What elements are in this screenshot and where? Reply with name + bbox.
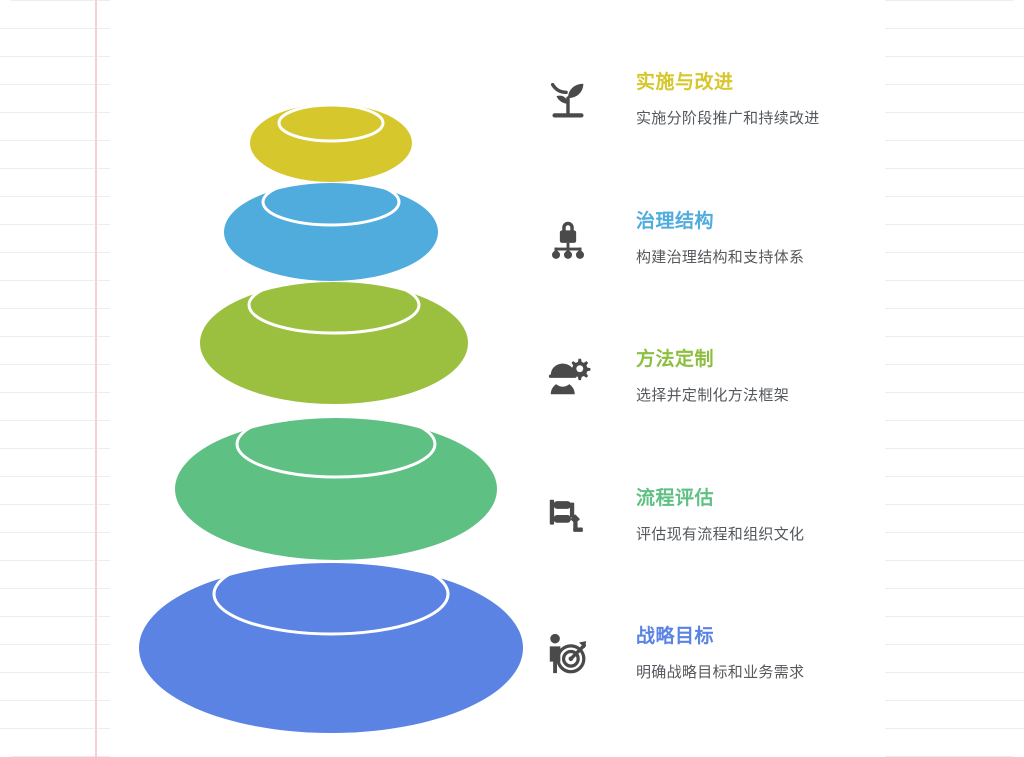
torus-layer-strategy bbox=[139, 552, 523, 733]
torus-stack-graphic bbox=[139, 103, 523, 733]
flowchart-icon bbox=[540, 488, 596, 544]
legend-item-governance[interactable]: 治理结构 构建治理结构和支持体系 bbox=[540, 205, 960, 301]
legend-item-strategy[interactable]: 战略目标 明确战略目标和业务需求 bbox=[540, 620, 960, 716]
legend-text-block: 流程评估 评估现有流程和组织文化 bbox=[636, 482, 804, 545]
legend-desc: 评估现有流程和组织文化 bbox=[636, 526, 805, 543]
legend-title: 流程评估 bbox=[636, 488, 715, 509]
legend-title: 方法定制 bbox=[636, 349, 715, 370]
legend-text-block: 战略目标 明确战略目标和业务需求 bbox=[636, 620, 804, 683]
legend-desc: 明确战略目标和业务需求 bbox=[636, 664, 805, 681]
person-target-icon bbox=[540, 626, 596, 682]
worker-gear-icon bbox=[540, 349, 596, 405]
sprout-icon bbox=[540, 72, 596, 128]
lock-hierarchy-icon bbox=[540, 211, 596, 267]
torus-layer-method bbox=[200, 275, 468, 404]
legend-item-method[interactable]: 方法定制 选择并定制化方法框架 bbox=[540, 343, 960, 439]
legend-title: 实施与改进 bbox=[636, 72, 734, 93]
torus-layer-governance bbox=[224, 177, 438, 281]
torus-layer-implementation bbox=[250, 103, 412, 182]
legend-desc: 实施分阶段推广和持续改进 bbox=[636, 110, 820, 127]
legend-desc: 选择并定制化方法框架 bbox=[636, 387, 790, 404]
torus-layer-assessment bbox=[175, 409, 497, 560]
legend-list: 实施与改进 实施分阶段推广和持续改进 bbox=[540, 0, 960, 757]
legend-text-block: 方法定制 选择并定制化方法框架 bbox=[636, 343, 789, 406]
legend-item-process[interactable]: 流程评估 评估现有流程和组织文化 bbox=[540, 482, 960, 578]
legend-title: 治理结构 bbox=[636, 211, 715, 232]
legend-text-block: 实施与改进 实施分阶段推广和持续改进 bbox=[636, 66, 820, 129]
legend-title: 战略目标 bbox=[636, 626, 715, 647]
legend-desc: 构建治理结构和支持体系 bbox=[636, 249, 805, 266]
legend-text-block: 治理结构 构建治理结构和支持体系 bbox=[636, 205, 804, 268]
legend-item-implementation[interactable]: 实施与改进 实施分阶段推广和持续改进 bbox=[540, 66, 960, 162]
